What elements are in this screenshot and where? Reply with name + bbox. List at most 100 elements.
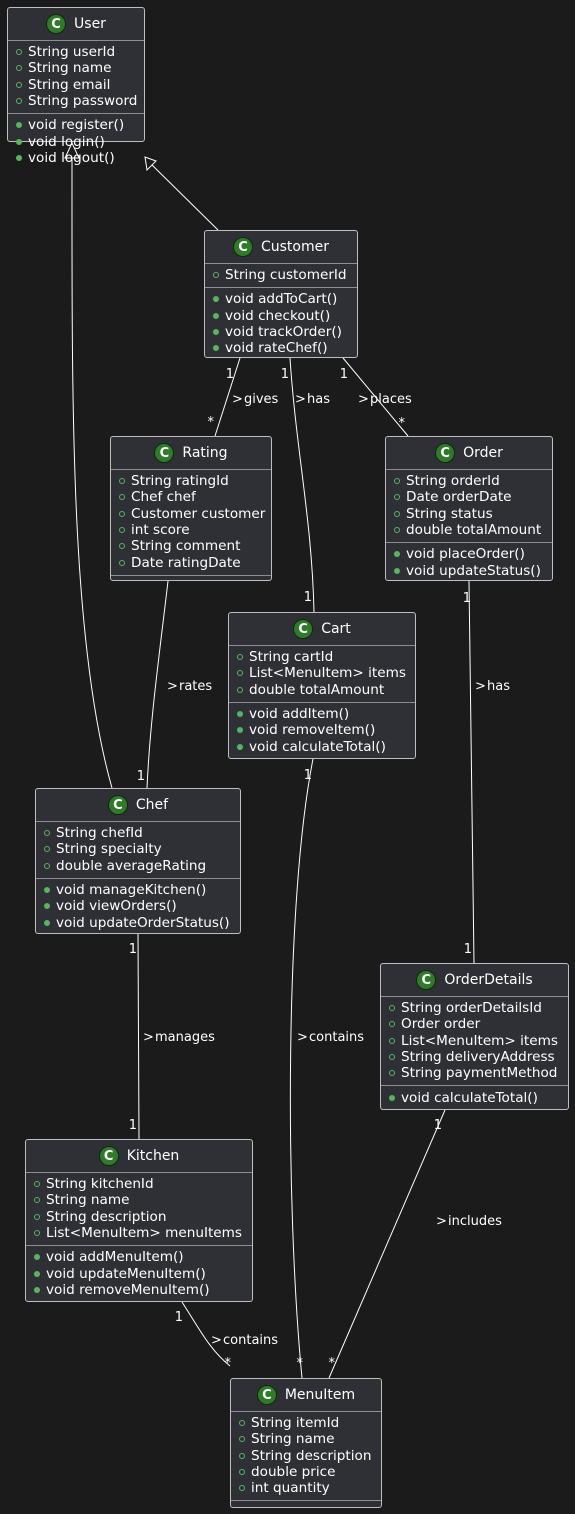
public-field-icon: [16, 65, 22, 72]
class-c-icon: C: [98, 1146, 119, 1166]
public-field-icon: [394, 510, 400, 517]
attribute-text: Date ratingDate: [131, 554, 241, 571]
attribute-row: Chef chef: [111, 489, 271, 505]
attribute-row: String kitchenId: [26, 1176, 252, 1192]
public-method-icon: [34, 1286, 40, 1293]
multiplicity-label: 1: [463, 591, 471, 606]
method-row: void calculateTotal(): [381, 1089, 568, 1106]
attribute-row: String cartId: [229, 649, 415, 665]
method-row: void updateOrderStatus(): [36, 914, 240, 931]
direction-arrow-icon: >: [475, 679, 486, 694]
attribute-text: String comment: [131, 538, 241, 555]
method-text: void removeItem(): [249, 722, 376, 739]
inheritance-line-chef-user: [71, 157, 113, 789]
attribute-row: int quantity: [231, 1480, 381, 1496]
attribute-text: Customer customer: [131, 505, 266, 522]
attribute-text: String specialty: [56, 841, 162, 858]
method-row: void logout(): [8, 150, 144, 166]
attribute-text: double totalAmount: [406, 522, 542, 539]
association-label: has: [307, 392, 330, 407]
multiplicity-label: *: [297, 1356, 304, 1371]
association-label: rates: [179, 679, 212, 694]
class-c-icon: C: [256, 1385, 277, 1405]
multiplicity-label: 1: [137, 769, 145, 784]
class-name: Chef: [135, 797, 169, 813]
class-c-icon: C: [46, 14, 67, 34]
public-field-icon: [44, 830, 50, 837]
attribute-text: String deliveryAddress: [401, 1049, 555, 1066]
direction-arrow-icon: >: [358, 392, 369, 407]
method-text: void updateStatus(): [406, 562, 541, 579]
class-c-icon: C: [154, 443, 175, 463]
multiplicity-label: 1: [340, 367, 348, 382]
public-field-icon: [239, 1469, 245, 1476]
method-row: void manageKitchen(): [36, 882, 240, 898]
direction-arrow-icon: >: [297, 1030, 308, 1045]
multiplicity-label: 1: [464, 942, 472, 957]
multiplicity-label: 1: [175, 1310, 183, 1325]
attribute-row: double averageRating: [36, 858, 240, 874]
public-method-icon: [237, 727, 243, 734]
attribute-row: String chefId: [36, 825, 240, 841]
attribute-text: Chef chef: [131, 489, 196, 506]
attribute-row: String password: [8, 93, 144, 109]
association-line-orderdetails-menuitem: [328, 1109, 446, 1379]
method-row: void addItem(): [229, 706, 415, 722]
public-field-icon: [389, 1021, 395, 1028]
attribute-text: String name: [46, 1192, 130, 1209]
attribute-text: String orderDetailsId: [401, 1000, 542, 1017]
association-label: places: [370, 392, 412, 407]
attribute-text: String name: [251, 1431, 335, 1448]
attribute-text: String chefId: [56, 825, 143, 842]
attribute-text: int score: [131, 522, 190, 539]
method-row: void placeOrder(): [386, 546, 552, 562]
attribute-text: String password: [28, 93, 138, 110]
attribute-row: String deliveryAddress: [381, 1049, 568, 1065]
public-field-icon: [119, 559, 125, 566]
public-field-icon: [389, 1070, 395, 1077]
method-row: void addMenuItem(): [26, 1249, 252, 1265]
public-method-icon: [237, 711, 243, 718]
attribute-text: double price: [251, 1464, 336, 1481]
public-field-icon: [34, 1230, 40, 1237]
method-text: void placeOrder(): [406, 546, 525, 563]
methods-section: [111, 574, 271, 589]
multiplicity-label: *: [399, 416, 406, 431]
multiplicity-label: 1: [304, 768, 312, 783]
public-field-icon: [44, 862, 50, 869]
public-method-icon: [16, 122, 22, 129]
public-field-icon: [239, 1452, 245, 1459]
public-method-icon: [213, 296, 219, 303]
methods-section: [231, 1500, 381, 1514]
inheritance-arrow-icon: [64, 141, 80, 159]
attribute-row: double price: [231, 1464, 381, 1480]
methods-section: void addMenuItem()void updateMenuItem()v…: [26, 1245, 252, 1302]
attribute-text: double averageRating: [56, 857, 207, 874]
methods-section: void calculateTotal(): [381, 1085, 568, 1109]
attribute-row: String customerId: [205, 267, 357, 283]
attribute-row: double totalAmount: [386, 522, 552, 538]
association-label: contains: [223, 1333, 278, 1348]
attribute-row: String comment: [111, 538, 271, 554]
attribute-row: String description: [231, 1448, 381, 1464]
multiplicity-label: *: [329, 1356, 336, 1371]
attribute-text: Order order: [401, 1016, 481, 1033]
direction-arrow-icon: >: [436, 1214, 447, 1229]
method-row: void removeMenuItem(): [26, 1282, 252, 1298]
public-field-icon: [237, 686, 243, 693]
attribute-text: String description: [251, 1447, 372, 1464]
public-field-icon: [389, 1005, 395, 1012]
